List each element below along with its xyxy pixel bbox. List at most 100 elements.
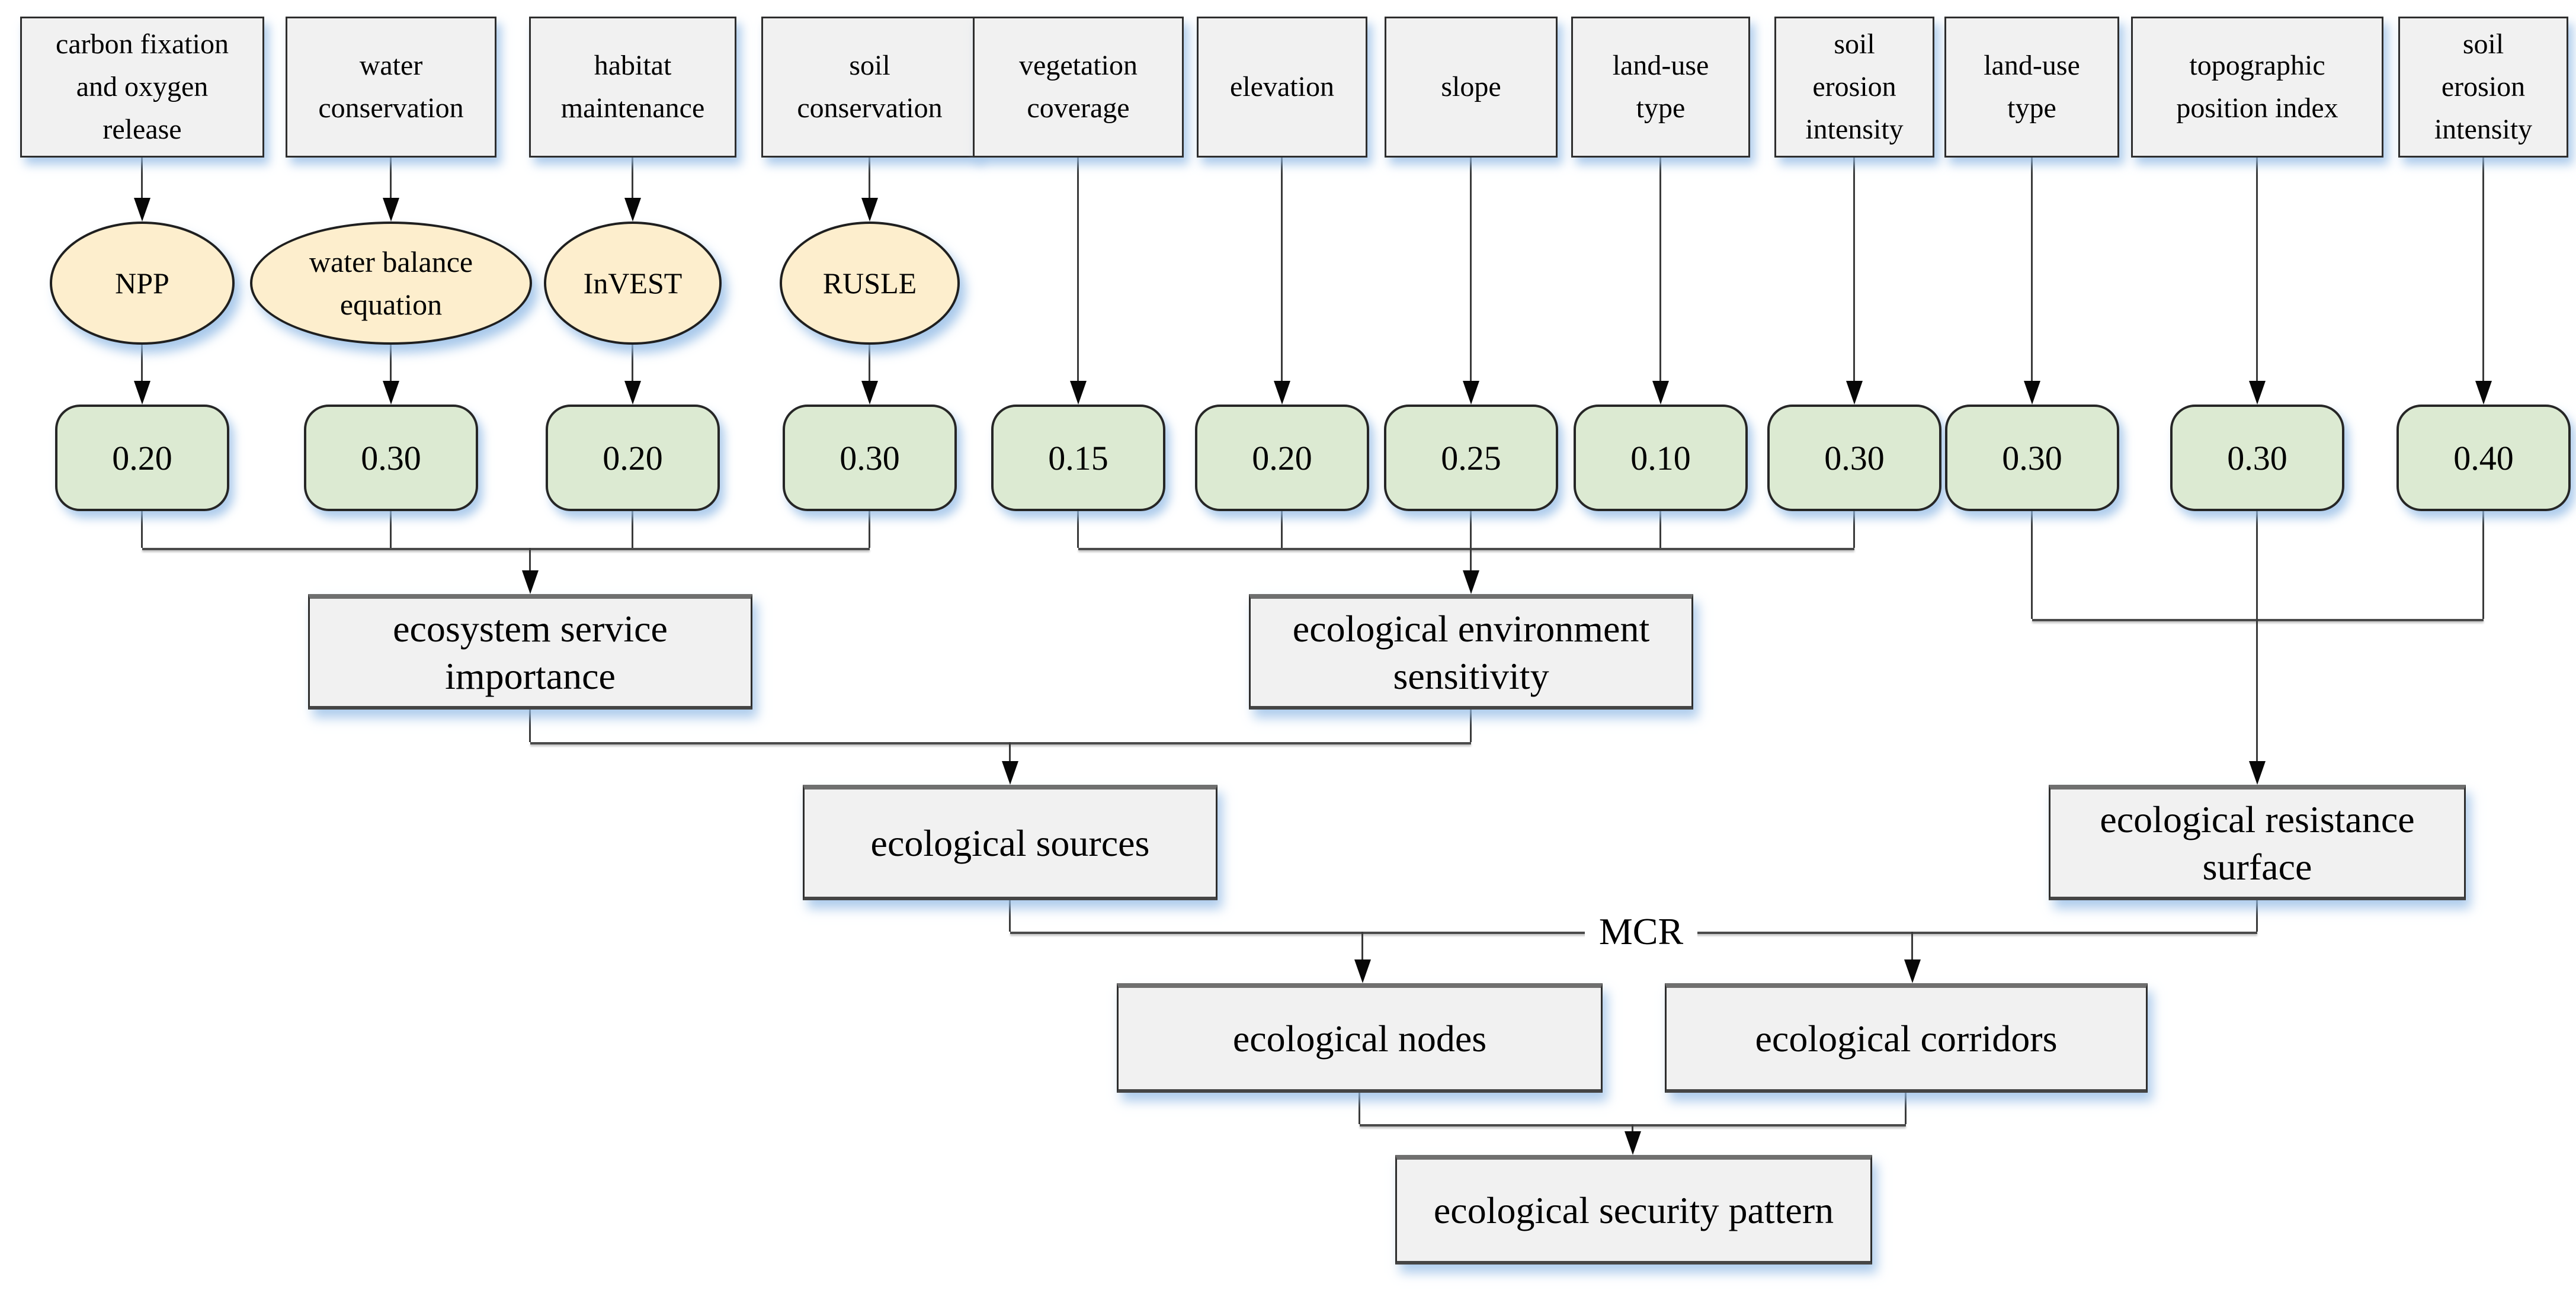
connector-line [141,345,143,381]
indicator-box-vegetation-coverage: vegetation coverage [973,17,1184,158]
connector-line [1853,511,1855,548]
indicator-box-slope: slope [1385,17,1558,158]
arrowhead-icon [1274,381,1290,405]
arrowhead-icon [134,381,150,405]
indicator-box-land-use-type-1: land-use type [1571,17,1750,158]
connector-line [1853,158,1855,381]
connector-line [2032,619,2484,621]
connector-line [1009,900,1011,932]
connector-line [1632,1124,1633,1132]
ecological-security-pattern-box: ecological security pattern [1395,1155,1872,1265]
connector-line [2256,619,2258,761]
arrowhead-icon [1463,381,1479,405]
weight-box: 0.15 [991,405,1165,511]
arrowhead-icon [624,198,641,222]
connector-line [1077,511,1079,548]
connector-line [529,548,531,570]
connector-line [1009,742,1011,761]
method-ellipse-water-balance: water balance equation [250,222,532,345]
connector-line [2256,158,2258,381]
connector-line [2256,511,2258,619]
arrowhead-icon [1354,959,1371,983]
indicator-box-elevation: elevation [1197,17,1367,158]
weight-box: 0.20 [546,405,720,511]
arrowhead-icon [1846,381,1863,405]
method-ellipse-invest: InVEST [544,222,722,345]
connector-line [632,511,633,548]
connector-line [2031,158,2033,381]
connector-line [1470,548,1472,570]
arrowhead-icon [1904,959,1921,983]
indicator-box-land-use-type-2: land-use type [1944,17,2119,158]
arrowhead-icon [861,198,878,222]
connector-line [2256,900,2258,932]
connector-line [530,742,1471,744]
weight-box: 0.30 [2170,405,2344,511]
arrowhead-icon [1625,1131,1641,1155]
ecological-nodes-box: ecological nodes [1117,983,1603,1093]
weight-box: 0.20 [1195,405,1369,511]
ecosystem-service-importance-box: ecosystem service importance [308,594,752,710]
connector-line [141,511,143,548]
arrowhead-icon [624,381,641,405]
arrowhead-icon [522,570,539,594]
ecological-resistance-surface-box: ecological resistance surface [2049,785,2466,900]
connector-line [1077,158,1079,381]
connector-line [1470,710,1472,742]
arrowhead-icon [2475,381,2492,405]
connector-line [1281,511,1283,548]
mcr-label: MCR [1585,910,1697,953]
weight-box: 0.25 [1384,405,1558,511]
ecological-environment-sensitivity-box: ecological environment sensitivity [1249,594,1693,710]
connector-line [869,345,870,381]
weight-box: 0.40 [2396,405,2571,511]
connector-line [141,158,143,198]
arrowhead-icon [383,381,399,405]
method-ellipse-npp: NPP [50,222,235,345]
connector-line [869,511,870,548]
arrowhead-icon [1002,761,1018,785]
connector-line [1361,932,1363,959]
connector-line [2482,158,2484,381]
connector-line [529,710,531,742]
arrowhead-icon [1070,381,1087,405]
connector-line [632,158,633,198]
indicator-box-habitat-maintenance: habitat maintenance [529,17,736,158]
connector-line [632,345,633,381]
weight-box: 0.30 [1945,405,2119,511]
connector-line [1078,548,1854,550]
arrowhead-icon [134,198,150,222]
connector-line [390,511,392,548]
method-ellipse-rusle: RUSLE [780,222,960,345]
indicator-box-topographic-position-index: topographic position index [2131,17,2383,158]
arrowhead-icon [2024,381,2040,405]
weight-box: 0.10 [1574,405,1748,511]
connector-line [390,345,392,381]
connector-line [390,158,392,198]
indicator-box-carbon-fixation: carbon fixation and oxygen release [20,17,264,158]
weight-box: 0.20 [55,405,229,511]
connector-line [1911,932,1913,959]
ecological-corridors-box: ecological corridors [1665,983,2148,1093]
weight-box: 0.30 [304,405,478,511]
ecological-sources-box: ecological sources [803,785,1217,900]
connector-line [1659,511,1661,548]
connector-line [1359,1093,1360,1124]
indicator-box-soil-conservation: soil conservation [761,17,978,158]
weight-box: 0.30 [1767,405,1941,511]
connector-line [1470,158,1472,381]
indicator-box-soil-erosion-2: soil erosion intensity [2398,17,2568,158]
arrowhead-icon [861,381,878,405]
connector-line [2482,511,2484,619]
connector-line [2031,511,2033,619]
arrowhead-icon [1652,381,1669,405]
connector-line [869,158,870,198]
arrowhead-icon [383,198,399,222]
arrowhead-icon [2249,761,2266,785]
arrowhead-icon [1463,570,1479,594]
weight-box: 0.30 [783,405,957,511]
connector-line [1470,511,1472,548]
connector-line [1659,158,1661,381]
connector-line [1905,1093,1907,1124]
